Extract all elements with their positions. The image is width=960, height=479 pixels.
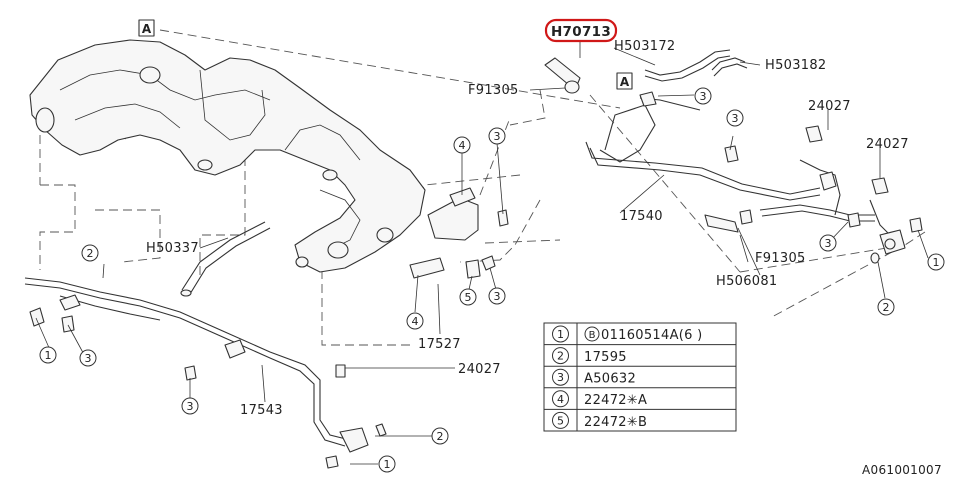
diagram-id: A061001007 xyxy=(862,463,942,477)
callout-3: 3 xyxy=(726,109,744,127)
svg-text:3: 3 xyxy=(825,237,832,250)
svg-text:A: A xyxy=(142,22,152,36)
label-f91305-bottom: F91305 xyxy=(755,251,806,266)
svg-text:B: B xyxy=(589,330,596,341)
ref-marker-a-top: A xyxy=(138,19,155,37)
svg-text:22472✳B: 22472✳B xyxy=(584,415,647,430)
svg-text:22472✳A: 22472✳A xyxy=(584,393,647,408)
svg-text:A50632: A50632 xyxy=(584,372,636,387)
highlighted-part-h70713[interactable]: H70713 xyxy=(544,18,618,43)
svg-text:A: A xyxy=(620,75,630,89)
svg-text:5: 5 xyxy=(557,414,564,427)
callout-1: 1 xyxy=(378,455,396,473)
svg-text:1: 1 xyxy=(384,458,391,471)
callout-3: 3 xyxy=(488,287,506,305)
svg-text:2: 2 xyxy=(87,247,94,260)
intake-manifold xyxy=(29,39,426,273)
svg-text:3: 3 xyxy=(494,290,501,303)
label-h50337: H50337 xyxy=(146,241,199,256)
svg-text:2: 2 xyxy=(557,350,564,363)
callout-1: 1 xyxy=(927,253,945,271)
svg-text:3: 3 xyxy=(557,371,564,384)
callout-2: 2 xyxy=(81,244,99,262)
svg-text:01160514A(6 ): 01160514A(6 ) xyxy=(601,328,703,343)
ref-marker-a-right: A xyxy=(616,72,633,90)
svg-text:1: 1 xyxy=(45,349,52,362)
callout-3: 3 xyxy=(181,397,199,415)
label-24027-b: 24027 xyxy=(866,137,909,152)
callout-3: 3 xyxy=(488,127,506,145)
part-labels: F91305 H503172 H503182 24027 24027 17540… xyxy=(146,39,942,477)
legend-row: 5 22472✳B xyxy=(552,411,647,430)
svg-text:4: 4 xyxy=(557,393,564,406)
callout-2: 2 xyxy=(877,298,895,316)
label-h503182: H503182 xyxy=(765,58,827,73)
callout-3: 3 xyxy=(694,87,712,105)
svg-text:4: 4 xyxy=(459,139,466,152)
callout-4: 4 xyxy=(406,312,424,330)
fuel-pipe-17540 xyxy=(585,91,923,264)
callout-1: 1 xyxy=(39,346,57,364)
hose-h50337 xyxy=(180,221,271,297)
label-h506081: H506081 xyxy=(716,274,778,289)
label-24027-a: 24027 xyxy=(808,99,851,114)
svg-text:1: 1 xyxy=(933,256,940,269)
svg-text:17595: 17595 xyxy=(584,350,627,365)
svg-text:3: 3 xyxy=(187,400,194,413)
svg-text:2: 2 xyxy=(883,301,890,314)
svg-text:3: 3 xyxy=(85,352,92,365)
svg-text:H70713: H70713 xyxy=(551,24,611,40)
hose-top-right xyxy=(544,49,748,94)
label-17540: 17540 xyxy=(620,209,663,224)
svg-text:3: 3 xyxy=(494,130,501,143)
callout-3: 3 xyxy=(79,349,97,367)
svg-text:3: 3 xyxy=(700,90,707,103)
legend-row: 4 22472✳A xyxy=(552,390,647,408)
legend-row: 2 17595 xyxy=(552,347,627,365)
label-17527: 17527 xyxy=(418,337,461,352)
callout-4: 4 xyxy=(453,136,471,154)
callouts: 3 3 3 1 2 4 3 5 3 4 2 1 3 3 2 1 xyxy=(39,87,945,473)
callout-3: 3 xyxy=(819,234,837,252)
legend-row: 3 A50632 xyxy=(552,368,636,387)
clip-brackets xyxy=(409,187,509,279)
svg-text:3: 3 xyxy=(732,112,739,125)
label-h503172: H503172 xyxy=(614,39,676,54)
callout-5: 5 xyxy=(459,288,477,306)
svg-text:4: 4 xyxy=(412,315,419,328)
parts-legend-table: 1 B 01160514A(6 ) 2 17595 3 A50632 4 224… xyxy=(543,322,737,432)
legend-row: 1 B 01160514A(6 ) xyxy=(552,325,703,343)
svg-text:1: 1 xyxy=(557,328,564,341)
label-24027-c: 24027 xyxy=(458,362,501,377)
label-17543: 17543 xyxy=(240,403,283,418)
svg-text:2: 2 xyxy=(437,430,444,443)
callout-2: 2 xyxy=(431,427,449,445)
label-f91305-top: F91305 xyxy=(468,83,519,98)
svg-text:5: 5 xyxy=(465,291,472,304)
fuel-pipe-17543 xyxy=(24,277,387,469)
